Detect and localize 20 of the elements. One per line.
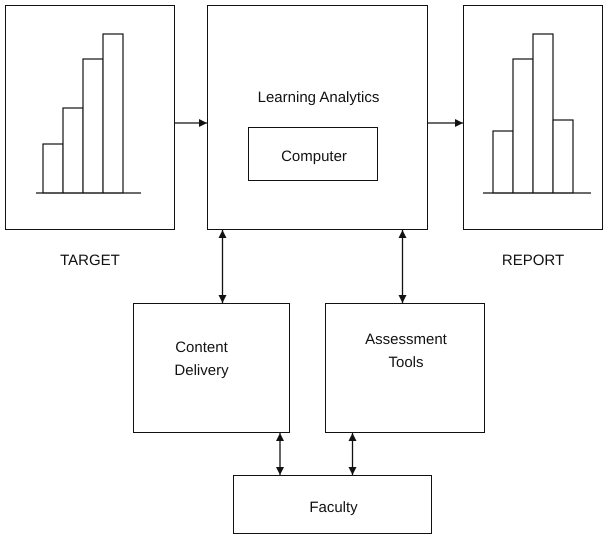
chart-panel (5, 5, 175, 230)
chart-panel (463, 5, 603, 230)
arrow (218, 230, 226, 303)
box-label: Learning Analytics (256, 88, 380, 108)
box-label: Content Delivery (173, 338, 230, 381)
box-label: Computer (280, 147, 348, 167)
process-box (325, 303, 485, 433)
process-box (233, 475, 432, 534)
arrow (348, 433, 356, 475)
process-box (133, 303, 290, 433)
arrow (398, 230, 406, 303)
arrow (428, 119, 463, 127)
arrow (276, 433, 284, 475)
inner-box (248, 127, 378, 181)
node-label: TARGET (59, 252, 121, 269)
box-label: Faculty (308, 498, 359, 518)
arrow (175, 119, 207, 127)
process-box (207, 5, 428, 230)
box-label: Assessment Tools (364, 330, 448, 373)
node-label: REPORT (500, 252, 566, 269)
